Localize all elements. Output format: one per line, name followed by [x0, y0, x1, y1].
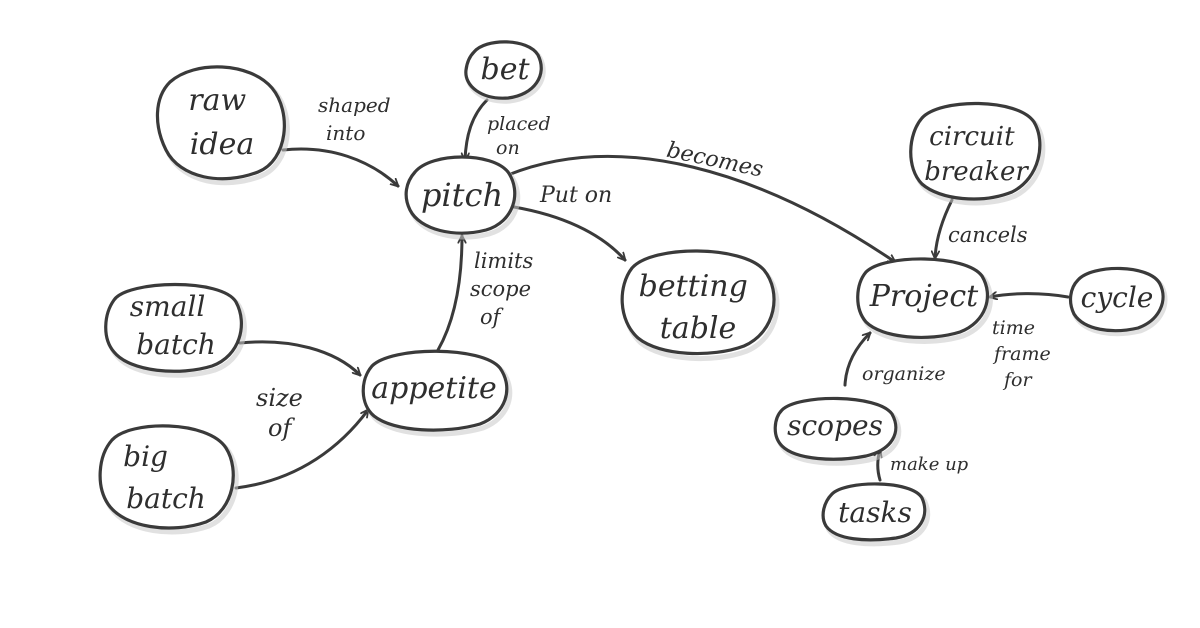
- cycle-ellipse: [1068, 266, 1165, 333]
- edge-pitch-to-betting-table: [512, 205, 627, 262]
- time-frame-for-label: time frame for: [992, 317, 1057, 391]
- node-appetite: appetite: [361, 349, 513, 437]
- edge-scopes-to-project: [843, 331, 872, 387]
- node-betting-table: betting table: [620, 249, 780, 361]
- edges: [234, 98, 1070, 490]
- node-cycle: cycle: [1068, 266, 1168, 337]
- raw-idea-ellipse: [155, 65, 286, 181]
- circuit-breaker-ellipse: [909, 101, 1042, 201]
- edge-circuit-breaker-to-project: [935, 198, 954, 258]
- node-raw-idea: raw idea: [155, 65, 290, 186]
- node-project: Project: [856, 257, 993, 344]
- tasks-label: tasks: [838, 496, 912, 529]
- node-bet: bet: [464, 40, 546, 104]
- node-pitch: pitch: [404, 155, 521, 240]
- node-small-batch: small batch: [104, 282, 247, 378]
- put-on-label: Put on: [539, 183, 612, 208]
- betting-table-label: betting table: [639, 269, 758, 346]
- node-circuit-breaker: circuit breaker: [909, 101, 1046, 206]
- size-of-label: size of: [256, 384, 310, 442]
- becomes-label: becomes: [664, 138, 765, 183]
- placed-on-label: placed on: [487, 113, 557, 159]
- appetite-ellipse: [361, 349, 509, 432]
- bet-label: bet: [480, 52, 530, 87]
- scopes-ellipse: [773, 396, 898, 461]
- cancels-label: cancels: [948, 223, 1028, 247]
- circuit-breaker-label: circuit breaker: [924, 122, 1029, 187]
- cycle-label: cycle: [1081, 281, 1154, 314]
- project-label: Project: [869, 279, 979, 314]
- project-ellipse: [856, 257, 990, 340]
- node-big-batch: big batch: [98, 424, 239, 535]
- edge-big-batch-to-appetite: [234, 410, 370, 490]
- big-batch-ellipse: [98, 424, 235, 530]
- appetite-label: appetite: [371, 371, 497, 406]
- small-batch-ellipse: [104, 282, 243, 373]
- pitch-ellipse: [404, 155, 517, 235]
- make-up-label: make up: [890, 454, 969, 475]
- scopes-label: scopes: [787, 409, 883, 442]
- edge-small-batch-to-appetite: [238, 340, 362, 377]
- edge-bet-to-pitch: [465, 98, 489, 160]
- edge-cycle-to-project: [990, 294, 1070, 297]
- edge-raw-idea-to-pitch: [281, 147, 400, 188]
- bet-ellipse: [464, 40, 543, 100]
- tasks-ellipse: [821, 482, 927, 542]
- organize-label: organize: [862, 363, 946, 385]
- betting-table-ellipse: [620, 249, 776, 356]
- pitch-label: pitch: [421, 176, 503, 214]
- shaped-into-label: shaped into: [318, 93, 397, 145]
- small-batch-label: small batch: [130, 290, 216, 361]
- edge-appetite-to-pitch: [436, 236, 462, 352]
- node-tasks: tasks: [821, 482, 931, 547]
- nodes: raw idea bet pitch betting table: [98, 40, 1168, 547]
- edge-pitch-to-project: [506, 154, 895, 264]
- big-batch-label: big batch: [123, 440, 206, 515]
- limits-scope-of-label: limits scope of: [470, 249, 540, 329]
- node-scopes: scopes: [773, 396, 902, 466]
- raw-idea-label: raw idea: [188, 83, 255, 162]
